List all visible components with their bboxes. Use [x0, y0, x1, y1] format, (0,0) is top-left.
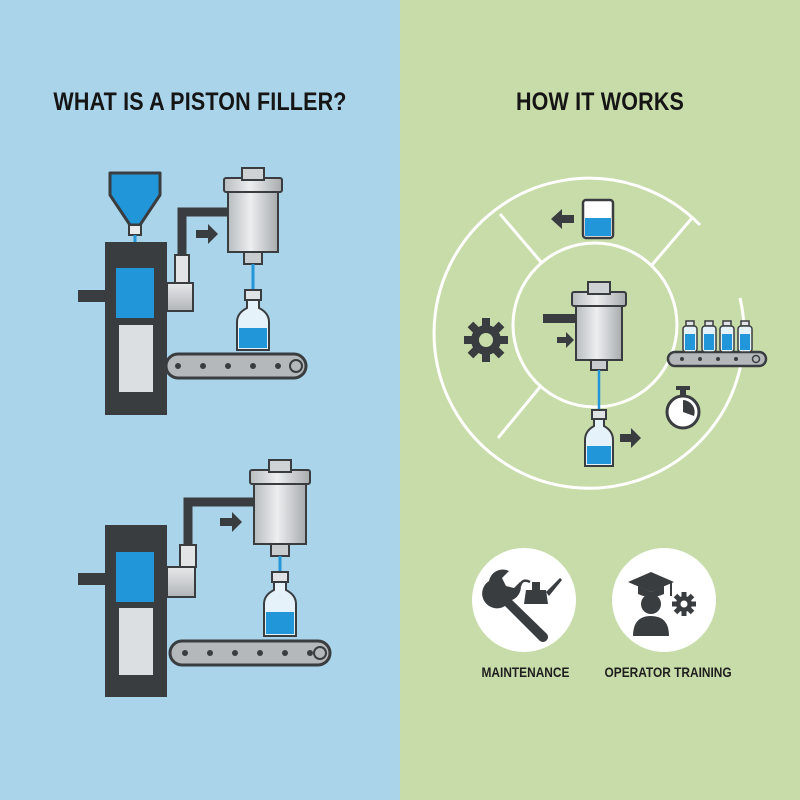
servo-motor-icon — [223, 167, 283, 290]
piston-cylinder — [78, 525, 167, 697]
flow-arrow-icon — [220, 512, 242, 532]
left-panel-title: WHAT IS A PISTON FILLER? — [53, 88, 347, 116]
arrow-right-icon — [620, 428, 641, 448]
bottle-icon — [737, 320, 753, 353]
right-panel: HOW IT WORKS — [400, 0, 800, 800]
gear-icon — [464, 318, 508, 362]
gear-icon — [672, 592, 696, 616]
maintenance-label: MAINTENANCE — [481, 664, 570, 680]
bottle-icon — [682, 320, 698, 353]
piston-filler-diagram-dispense — [78, 459, 332, 697]
piston-cylinder — [78, 242, 167, 415]
bottle-icon — [584, 409, 614, 467]
conveyor-belt — [164, 352, 308, 380]
rotary-valve — [166, 544, 197, 598]
bottle-icon — [701, 320, 717, 353]
stopwatch-icon — [665, 386, 701, 430]
maintenance-badge — [472, 548, 576, 652]
oil-can-icon — [518, 578, 562, 604]
wrench-icon — [482, 569, 548, 642]
flow-arrow-icon — [196, 224, 218, 244]
servo-motor-icon — [249, 459, 311, 572]
servo-motor-icon — [543, 281, 627, 410]
bottle-icon — [263, 571, 297, 637]
operator-training-badge — [612, 548, 716, 652]
piston-filler-diagram-intake — [78, 167, 308, 415]
left-panel: WHAT IS A PISTON FILLER? — [0, 0, 400, 800]
right-panel-title: HOW IT WORKS — [515, 88, 685, 116]
operator-training-label: OPERATOR TRAINING — [604, 664, 732, 680]
flow-arrow-icon — [557, 332, 574, 348]
bottle-conveyor — [666, 320, 768, 368]
container-icon — [581, 198, 615, 240]
bottle-icon — [719, 320, 735, 353]
fill-cycle-diagram — [432, 176, 768, 490]
rotary-valve — [166, 254, 194, 312]
bottle-icon — [236, 289, 270, 351]
graduate-icon — [628, 572, 674, 636]
arrow-left-icon — [551, 209, 574, 229]
hopper-icon — [108, 171, 162, 268]
conveyor-belt — [168, 639, 332, 667]
